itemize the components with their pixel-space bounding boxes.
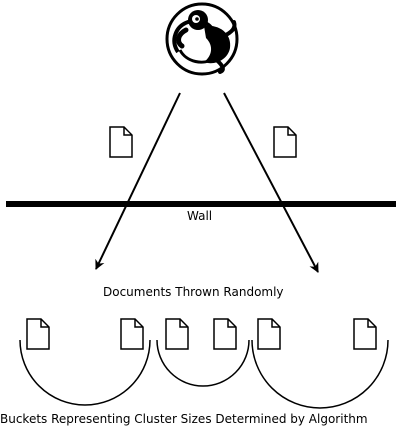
bucket-small-middle [156, 339, 250, 387]
bucket-document-icon [353, 318, 377, 350]
bucket-document-icon [165, 318, 189, 350]
bucket-document-icon [26, 318, 50, 350]
trajectory-arrow-right [223, 92, 319, 273]
bucket-large-left [19, 339, 151, 406]
documents-thrown-label: Documents Thrown Randomly [103, 285, 284, 299]
bucket-document-icon [213, 318, 237, 350]
trajectory-arrow-left [95, 92, 181, 270]
bucket-document-icon [257, 318, 281, 350]
bucket-document-icon [120, 318, 144, 350]
bucket-large-right [251, 339, 389, 409]
buckets-caption: Buckets Representing Cluster Sizes Deter… [0, 412, 368, 426]
monkey-logo-icon [165, 2, 239, 76]
wall-label: Wall [187, 209, 213, 223]
thrown-document-icon-left [109, 126, 133, 158]
thrown-document-icon-right [273, 126, 297, 158]
